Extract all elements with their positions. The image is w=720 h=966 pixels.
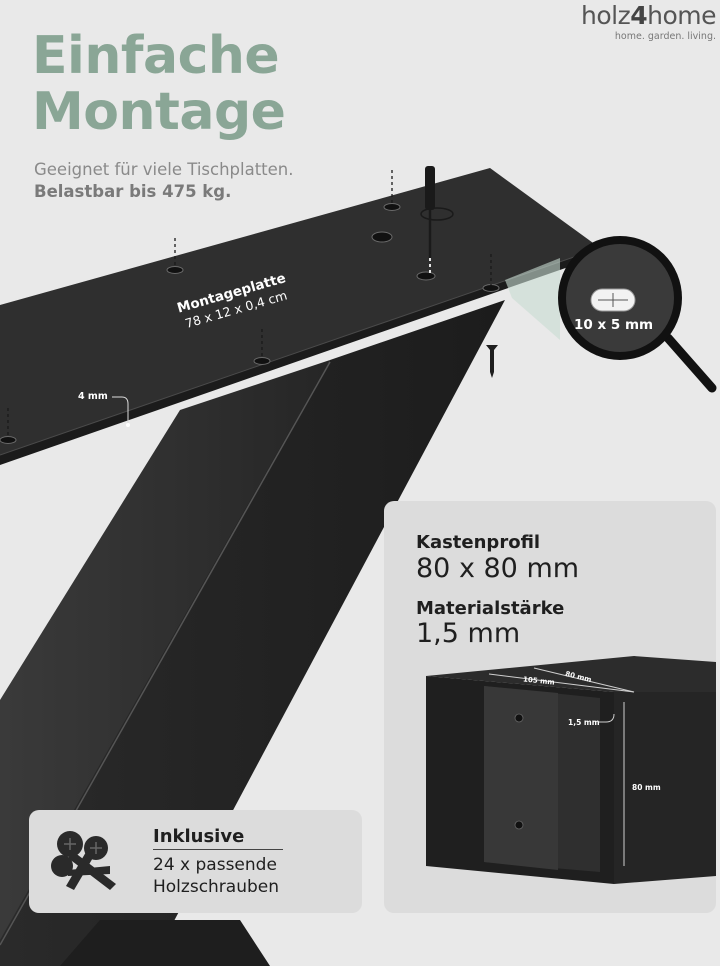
- screws-icon: [51, 831, 116, 890]
- included-divider: [153, 849, 283, 850]
- profile-size-value: 80 x 80 mm: [416, 553, 580, 584]
- dimension-height-label: 80 mm: [632, 783, 661, 792]
- profile-heading: Kastenprofil: [416, 532, 541, 553]
- box-profile-illustration: [426, 656, 716, 884]
- magnifier-icon: [505, 236, 717, 393]
- screwdriver-icon: [420, 166, 454, 275]
- brand-name: holz4home: [581, 1, 716, 30]
- mounting-holes: [0, 203, 500, 444]
- headline-line-2: Montage: [32, 82, 286, 142]
- brand-tagline: home. garden. living.: [614, 31, 716, 42]
- material-thickness-heading: Materialstärke: [416, 598, 565, 619]
- included-screw-type: Holzschrauben: [153, 877, 280, 897]
- headline: Einfache Montage: [32, 28, 352, 140]
- material-thickness-value: 1,5 mm: [416, 618, 521, 649]
- dimension-wall-label: 1,5 mm: [568, 718, 600, 727]
- screw-icon: [486, 345, 498, 378]
- slot-size-label: 10 x 5 mm: [574, 317, 654, 333]
- subline-suitability: Geeignet für viele Tischplatten.: [34, 160, 294, 179]
- leg-bar-front: [0, 360, 330, 940]
- leg-bar-rear: [0, 300, 505, 966]
- plate-thickness-label: 4 mm: [78, 391, 108, 402]
- leg-bar-lower: [60, 920, 270, 966]
- headline-line-1: Einfache: [32, 26, 280, 86]
- included-heading: Inklusive: [153, 826, 245, 847]
- subline-load-capacity: Belastbar bis 475 kg.: [34, 182, 232, 201]
- included-screw-count: 24 x passende: [153, 855, 277, 875]
- brand-logo: holz4home home. garden. living.: [581, 1, 716, 43]
- mounting-plate: [0, 168, 600, 455]
